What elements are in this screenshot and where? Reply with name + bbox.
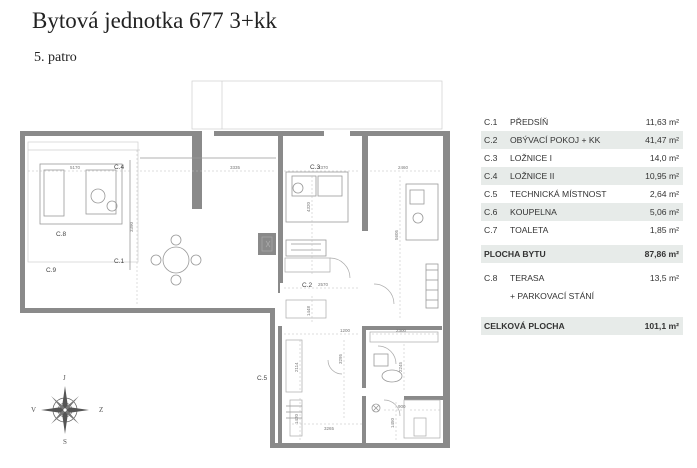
table-row: + PARKOVACÍ STÁNÍ <box>481 287 683 305</box>
compass-icon <box>41 386 89 434</box>
room-area: 1,85 m² <box>649 225 679 235</box>
dim-1448: 1448 <box>306 305 311 316</box>
dim-1200: 1200 <box>340 328 351 333</box>
room-name: KOUPELNA <box>510 207 557 217</box>
dim-3265: 3265 <box>324 426 335 431</box>
room-area: 2,64 m² <box>649 189 679 199</box>
room-labels: C.4 C.3 C.8 C.1 C.9 C.2 C.5 <box>46 164 321 382</box>
room-name: TERASA <box>510 273 545 283</box>
dim-5605: 5605 <box>394 229 399 240</box>
table-row: C.5 TECHNICKÁ MÍSTNOST 2,64 m² <box>481 185 683 203</box>
dim-3295: 3295 <box>338 353 343 364</box>
room-name: LOŽNICE I <box>510 153 553 163</box>
celkova-plocha-value: 101,1 m² <box>644 321 679 331</box>
dim-1420: 1420 <box>294 413 299 424</box>
interior-lines <box>261 236 441 439</box>
unit-title: Bytová jednotka 677 3+kk <box>32 8 277 33</box>
dim-3335: 3335 <box>230 165 241 170</box>
room-name: TOALETA <box>510 225 549 235</box>
table-row: C.6 KOUPELNA 5,06 m² <box>481 203 683 221</box>
plocha-bytu-value: 87,86 m² <box>644 249 679 259</box>
dim-900: 900 <box>398 404 406 409</box>
room-label-c8: C.8 <box>56 231 67 238</box>
room-name: TECHNICKÁ MÍSTNOST <box>510 189 607 199</box>
celkova-plocha-label: CELKOVÁ PLOCHA <box>484 321 565 331</box>
room-area: 13,5 m² <box>649 273 679 283</box>
compass-west: V <box>31 406 37 414</box>
plocha-bytu-label: PLOCHA BYTU <box>484 249 546 259</box>
table-row: C.7 TOALETA 1,85 m² <box>481 221 683 239</box>
room-code: C.5 <box>484 189 498 199</box>
dim-2370: 2370 <box>318 165 329 170</box>
floor-label: 5. patro <box>34 50 77 65</box>
room-code: C.7 <box>484 225 498 235</box>
dim-5170: 5170 <box>70 165 81 170</box>
room-area: 10,95 m² <box>645 171 679 181</box>
dim-1450: 1450 <box>390 417 395 428</box>
room-code: C.2 <box>484 135 498 145</box>
room-area: 14,0 m² <box>649 153 679 163</box>
celkova-plocha-row: CELKOVÁ PLOCHA 101,1 m² <box>481 317 683 335</box>
table-row: C.1 PŘEDSÍŇ 11,63 m² <box>481 113 683 131</box>
plocha-bytu-row: PLOCHA BYTU 87,86 m² <box>481 245 683 263</box>
room-code: C.1 <box>484 117 498 127</box>
room-label-c4: C.4 <box>114 164 125 171</box>
dim-2114: 2114 <box>294 362 299 372</box>
room-code: C.8 <box>484 273 498 283</box>
table-row: C.4 LOŽNICE II 10,95 m² <box>481 167 683 185</box>
room-label-c9: C.9 <box>46 267 57 274</box>
room-code: C.6 <box>484 207 498 217</box>
dim-2245: 2245 <box>398 361 403 372</box>
dimension-texts: 5170 3335 2370 2460 3390 4320 5605 2570 … <box>70 165 409 431</box>
room-name: OBÝVACÍ POKOJ + KK <box>510 135 601 145</box>
room-name: PŘEDSÍŇ <box>510 117 549 127</box>
room-code: C.4 <box>484 171 498 181</box>
dim-2460: 2460 <box>398 165 409 170</box>
room-label-c3: C.3 <box>310 164 321 171</box>
area-table: C.1 PŘEDSÍŇ 11,63 m² C.2 OBÝVACÍ POKOJ +… <box>481 113 683 335</box>
room-name: LOŽNICE II <box>510 171 555 181</box>
parking-label: + PARKOVACÍ STÁNÍ <box>510 291 594 301</box>
furniture <box>39 157 439 419</box>
dim-2300: 2300 <box>396 328 407 333</box>
walls <box>20 131 450 448</box>
dim-2570: 2570 <box>318 282 329 287</box>
compass-north: J <box>63 374 66 382</box>
table-row: C.3 LOŽNICE I 14,0 m² <box>481 149 683 167</box>
dimension-lines <box>28 150 440 440</box>
table-row: C.8 TERASA 13,5 m² <box>481 269 683 287</box>
room-area: 11,63 m² <box>645 117 679 127</box>
dim-4320: 4320 <box>306 201 311 212</box>
room-area: 5,06 m² <box>649 207 679 217</box>
room-area: 41,47 m² <box>645 135 679 145</box>
table-row: C.2 OBÝVACÍ POKOJ + KK 41,47 m² <box>481 131 683 149</box>
compass-east: Z <box>99 406 104 414</box>
compass-south: S <box>63 438 67 446</box>
room-code: C.3 <box>484 153 498 163</box>
terrace-outline <box>27 80 443 263</box>
dim-3390: 3390 <box>129 221 134 232</box>
room-label-c5: C.5 <box>257 375 268 382</box>
room-label-c1: C.1 <box>114 258 125 265</box>
room-label-c2: C.2 <box>302 282 313 289</box>
